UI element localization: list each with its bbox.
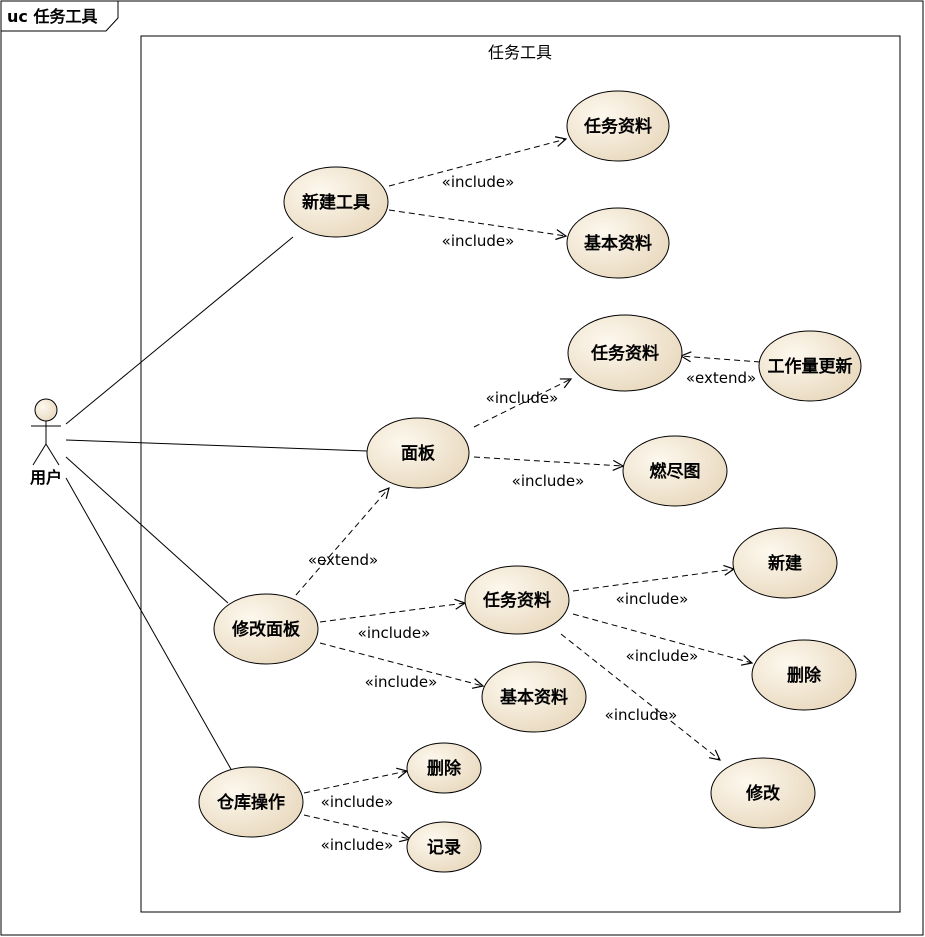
usecase-label: 任务资料 (590, 343, 659, 364)
usecase-warehouse-ops[interactable]: 仓库操作 (198, 766, 304, 838)
relation-label: «include» (616, 590, 689, 608)
usecase-label: 仓库操作 (216, 792, 285, 813)
usecase-label: 记录 (427, 838, 461, 858)
usecase-label: 任务资料 (482, 590, 551, 611)
usecase-label: 工作量更新 (768, 356, 853, 377)
usecase-burndown[interactable]: 燃尽图 (622, 435, 728, 507)
dep-task-info-delete (572, 613, 752, 663)
actor-label: 用户 (30, 468, 62, 487)
dep-modify-panel-basic-info (319, 642, 483, 686)
usecase-basic-info[interactable]: 基本资料 (566, 207, 670, 279)
dependencies (295, 139, 761, 839)
usecase-panel[interactable]: 面板 (366, 417, 470, 489)
dep-modify-panel-extend-panel (295, 488, 389, 596)
usecase-create[interactable]: 新建 (732, 527, 838, 599)
relation-label: «include» (626, 647, 699, 665)
usecase-label: 修改面板 (231, 619, 301, 640)
dep-panel-task-info (473, 379, 571, 428)
usecase-label: 燃尽图 (650, 461, 701, 482)
relation-label: «include» (442, 232, 515, 250)
relation-label: «include» (442, 173, 515, 191)
dep-new-tool-task-info (388, 139, 566, 187)
relation-label: «include» (605, 706, 678, 724)
usecase-modify-panel[interactable]: 修改面板 (213, 593, 319, 665)
usecase-label: 基本资料 (583, 233, 652, 254)
association-panel (65, 439, 368, 452)
relation-label: «include» (486, 389, 559, 407)
dep-task-info-modify (560, 633, 720, 760)
usecase-modify[interactable]: 修改 (710, 757, 816, 829)
association-warehouse (65, 477, 233, 772)
relation-label: «include» (321, 793, 394, 811)
relation-label: «include» (512, 472, 585, 490)
dep-modify-panel-task-info (319, 603, 465, 623)
dep-task-info-create (572, 569, 734, 592)
usecase-label: 基本资料 (499, 687, 568, 708)
usecase-label: 新建 (768, 553, 802, 574)
usecase-label: 删除 (787, 665, 822, 686)
usecase-task-info-panel[interactable]: 任务资料 (567, 314, 683, 392)
frame-title: uc 任务工具 (7, 7, 97, 26)
usecase-delete[interactable]: 删除 (751, 639, 857, 711)
relation-label: «extend» (308, 551, 378, 569)
usecase-label: 任务资料 (583, 116, 652, 137)
usecase-label: 面板 (401, 443, 436, 464)
relation-label: «extend» (686, 369, 756, 387)
dep-panel-burndown (473, 456, 623, 466)
usecase-workload-update[interactable]: 工作量更新 (758, 330, 862, 402)
relation-label: «include» (321, 836, 394, 854)
associations (65, 236, 368, 772)
relation-labels: «include» «include» «include» «extend» «… (308, 173, 756, 854)
usecase-basic-info-modify[interactable]: 基本资料 (481, 661, 587, 733)
usecase-new-tool[interactable]: 新建工具 (283, 166, 389, 238)
usecase-task-info-modify[interactable]: 任务资料 (464, 565, 570, 635)
dep-workload-extend-task-info (681, 356, 761, 363)
use-cases: 新建工具 任务资料 基本资料 面板 任务资料 工作量更新 燃尽图 修改面板 (198, 90, 862, 873)
usecase-task-info[interactable]: 任务资料 (566, 90, 670, 162)
dep-warehouse-record (303, 814, 410, 839)
relation-label: «include» (365, 673, 438, 691)
usecase-record[interactable]: 记录 (406, 821, 482, 873)
usecase-label: 删除 (427, 758, 462, 779)
association-modify-panel (65, 456, 229, 604)
usecase-label: 新建工具 (302, 192, 370, 213)
system-boundary: 任务工具 (140, 35, 901, 913)
system-title: 任务工具 (488, 43, 552, 62)
dep-warehouse-delete (303, 771, 407, 794)
usecase-label: 修改 (745, 783, 781, 804)
actor-user[interactable]: 用户 (30, 398, 62, 487)
usecase-delete-warehouse[interactable]: 删除 (406, 742, 482, 794)
association-new-tool (65, 236, 294, 425)
relation-label: «include» (358, 624, 431, 642)
